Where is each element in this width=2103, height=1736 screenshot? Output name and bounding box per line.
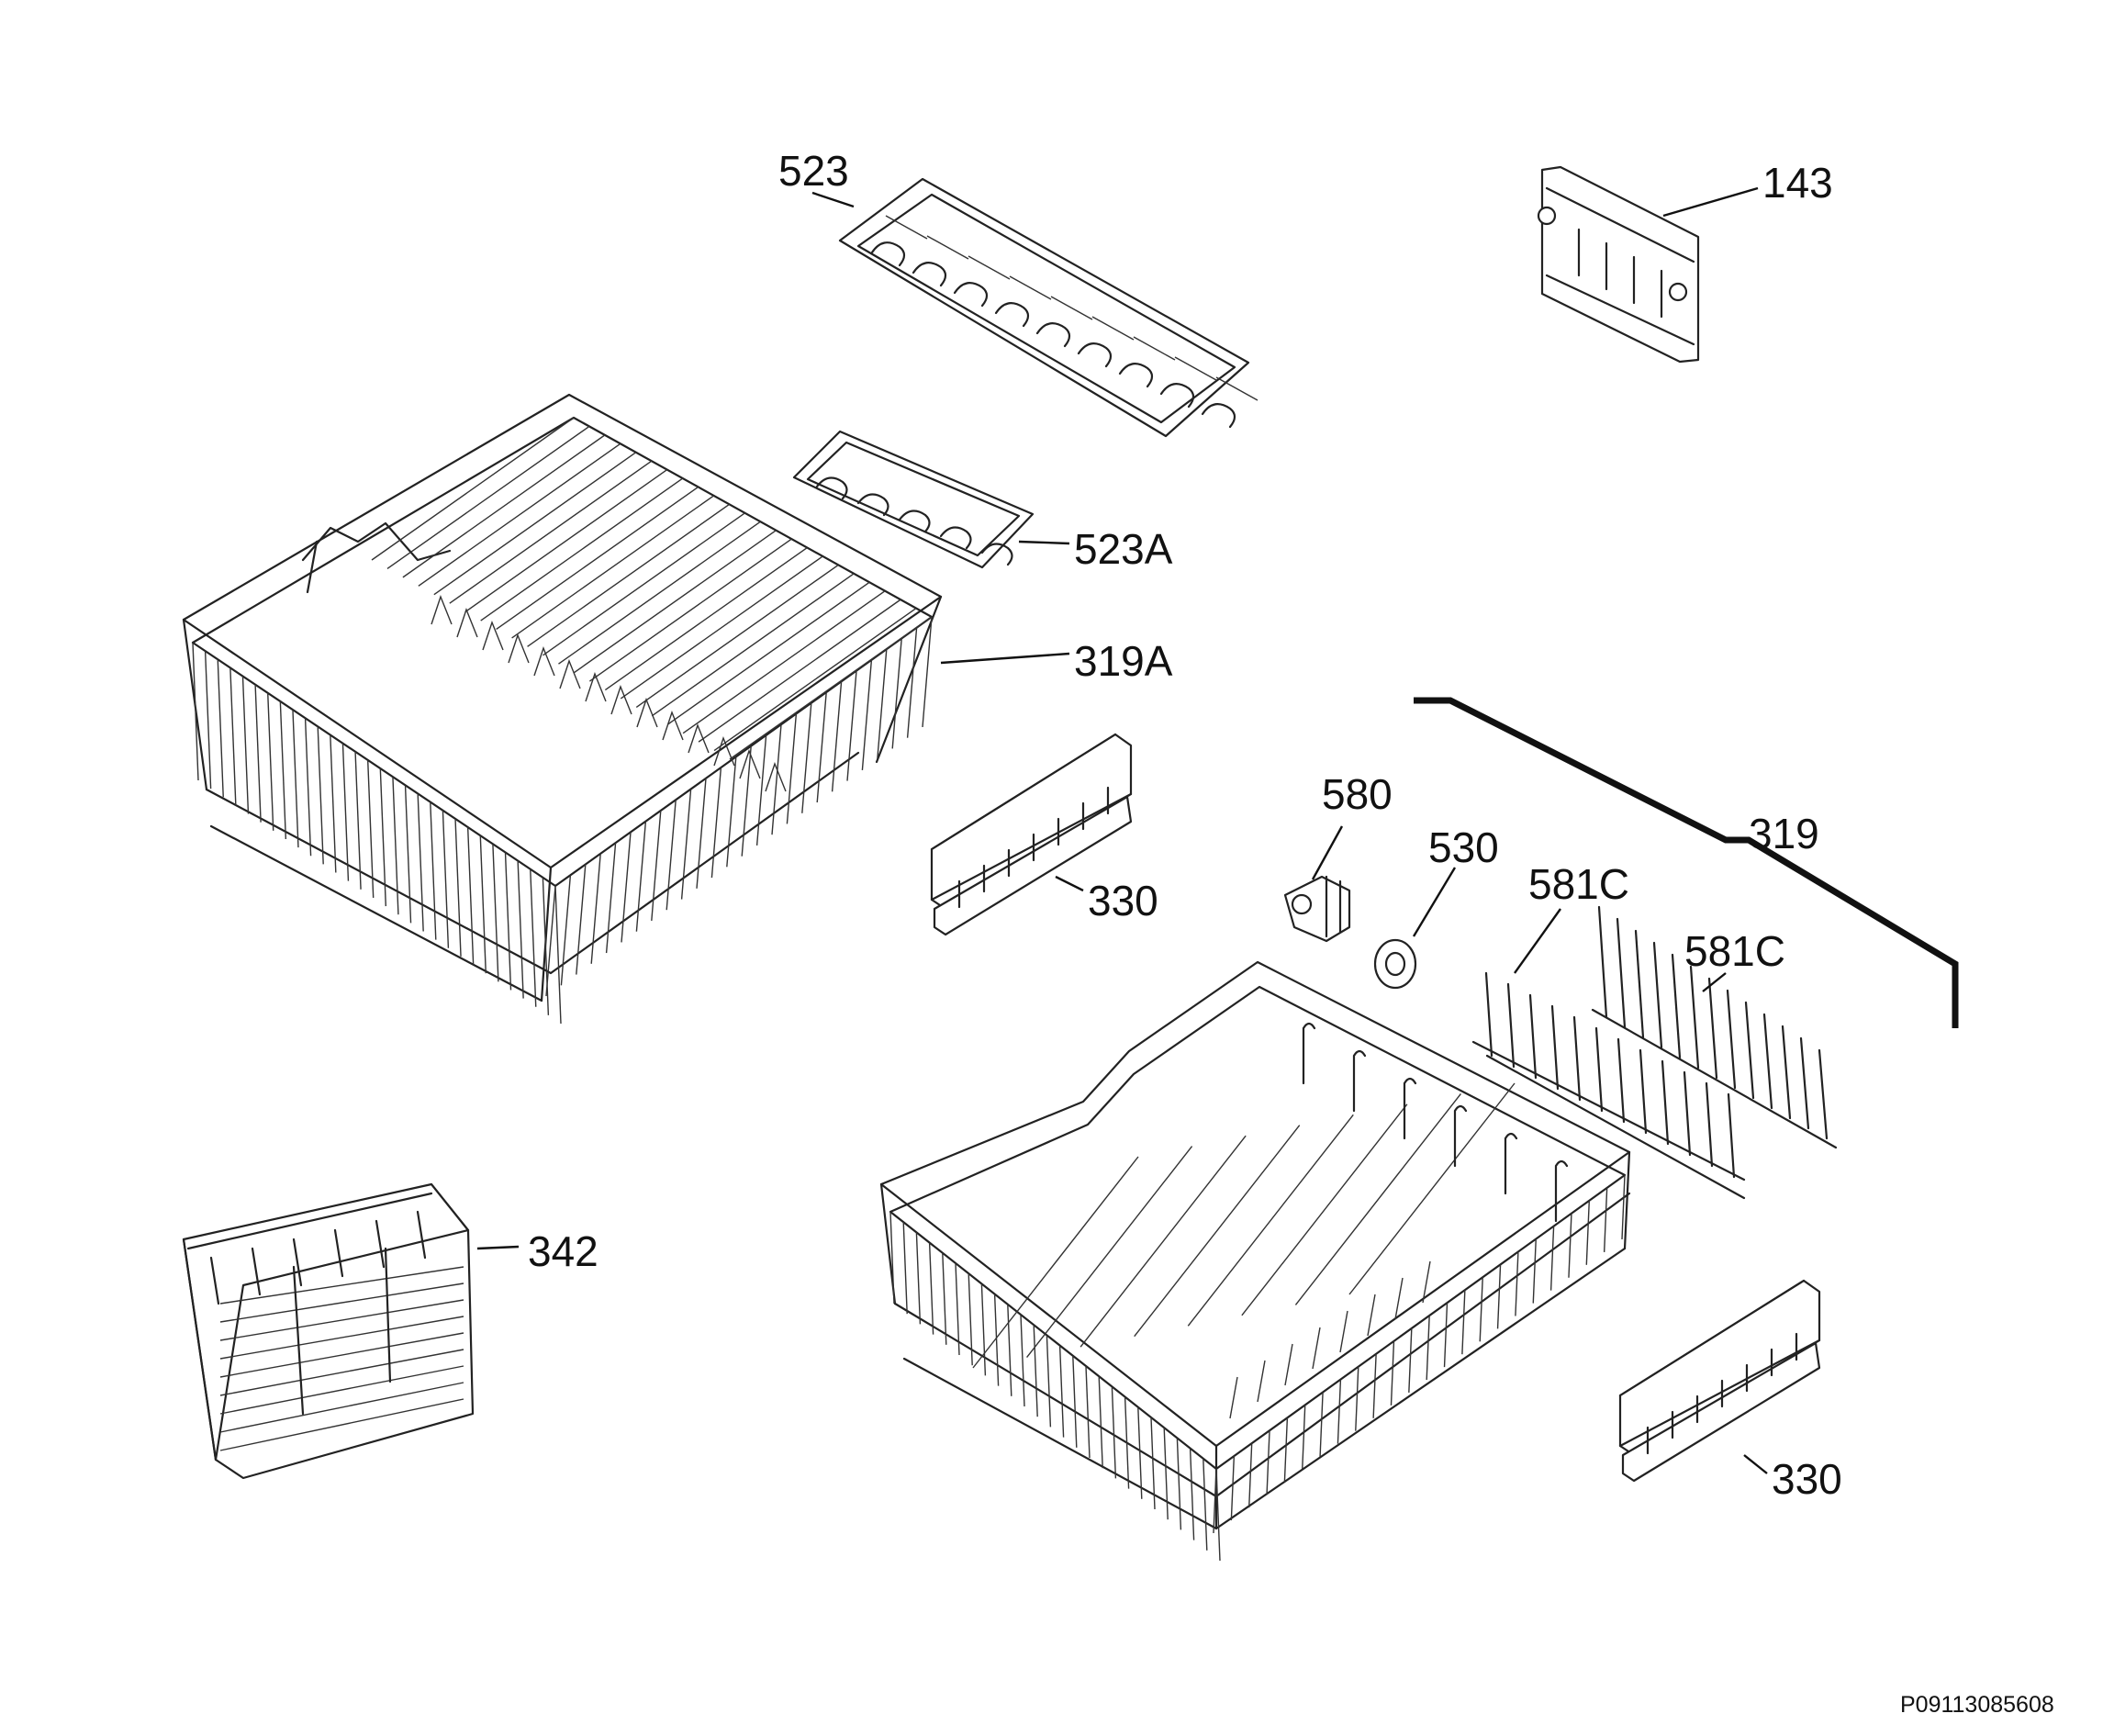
tine-row-581c	[1471, 905, 1838, 1200]
cup-rack-523	[838, 177, 1258, 438]
label-319: 319	[1749, 810, 1819, 857]
upper-basket-319a	[182, 393, 943, 1025]
label-523a: 523A	[1074, 525, 1173, 573]
label-330-lower: 330	[1772, 1455, 1842, 1503]
runner-330-lower	[1618, 1279, 1821, 1483]
label-523: 523	[778, 147, 849, 195]
label-530: 530	[1428, 823, 1499, 871]
rail-143	[1537, 165, 1700, 364]
label-143: 143	[1762, 159, 1833, 207]
label-319a: 319A	[1074, 637, 1173, 685]
lower-basket-319	[879, 960, 1631, 1562]
leader-523a	[1018, 540, 1070, 545]
label-330-upper: 330	[1088, 877, 1158, 924]
wheel-530	[1373, 938, 1417, 990]
cup-rack-523a	[792, 430, 1035, 569]
label-580: 580	[1322, 770, 1393, 818]
bracket-319	[1414, 697, 1959, 1028]
leader-319a	[940, 652, 1070, 665]
label-581c-1: 581C	[1528, 860, 1629, 908]
leader-330-upper	[1055, 875, 1084, 892]
leader-580	[1311, 825, 1344, 880]
leader-330-lower	[1743, 1454, 1768, 1474]
leader-581c-2	[1702, 972, 1727, 992]
drawing-code: P09113085608	[1900, 1692, 2054, 1718]
leader-530	[1412, 867, 1457, 937]
runner-330-upper	[930, 733, 1133, 936]
leader-581c-1	[1514, 908, 1561, 974]
cutlery-basket-342	[182, 1182, 475, 1480]
leader-342	[476, 1245, 520, 1250]
leader-143	[1662, 186, 1759, 218]
wheel-holder-580	[1283, 875, 1351, 943]
label-581c-2: 581C	[1684, 927, 1785, 975]
leader-523	[811, 191, 855, 208]
label-342: 342	[528, 1227, 598, 1275]
